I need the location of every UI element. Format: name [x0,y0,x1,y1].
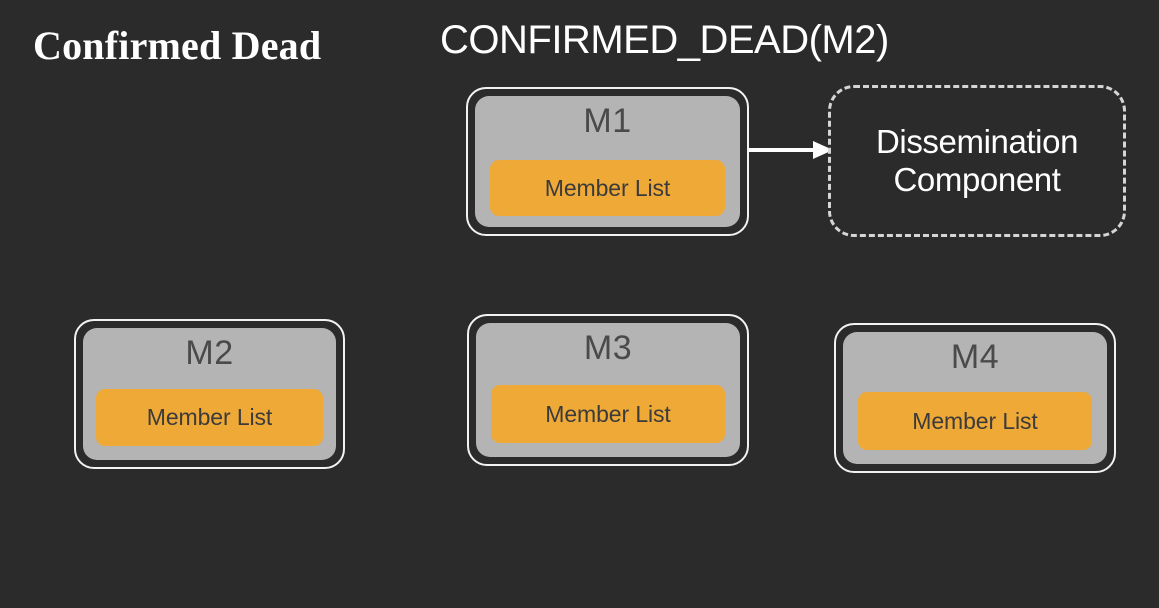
page-title-confirmed-dead: Confirmed Dead [33,23,322,68]
event-label-confirmed-dead-m2: CONFIRMED_DEAD(M2) [440,18,889,62]
node-m3-title: M3 [583,329,633,367]
arrow-m1-to-dissemination-component [749,141,833,159]
node-m1-title: M1 [583,102,632,140]
node-m2-member-list[interactable]: Member List [96,389,323,446]
node-m2[interactable]: M2 Member List [74,319,345,469]
node-dissemination-component[interactable]: Dissemination Component [828,85,1126,237]
node-dissemination-component-label: Dissemination Component [875,123,1079,198]
node-m1[interactable]: M1 Member List [466,87,749,236]
node-m2-body: M2 Member List [83,328,336,460]
node-m3-member-list[interactable]: Member List [491,385,725,443]
node-m4[interactable]: M4 Member List [834,323,1116,473]
node-m2-title: M2 [185,334,234,372]
node-m4-body: M4 Member List [843,332,1107,464]
node-m1-body: M1 Member List [475,96,740,227]
node-m1-member-list[interactable]: Member List [490,160,725,216]
node-m3-body: M3 Member List [476,323,740,457]
node-m3[interactable]: M3 Member List [467,314,749,466]
node-m4-member-list[interactable]: Member List [858,392,1092,450]
node-m4-title: M4 [950,338,1000,376]
